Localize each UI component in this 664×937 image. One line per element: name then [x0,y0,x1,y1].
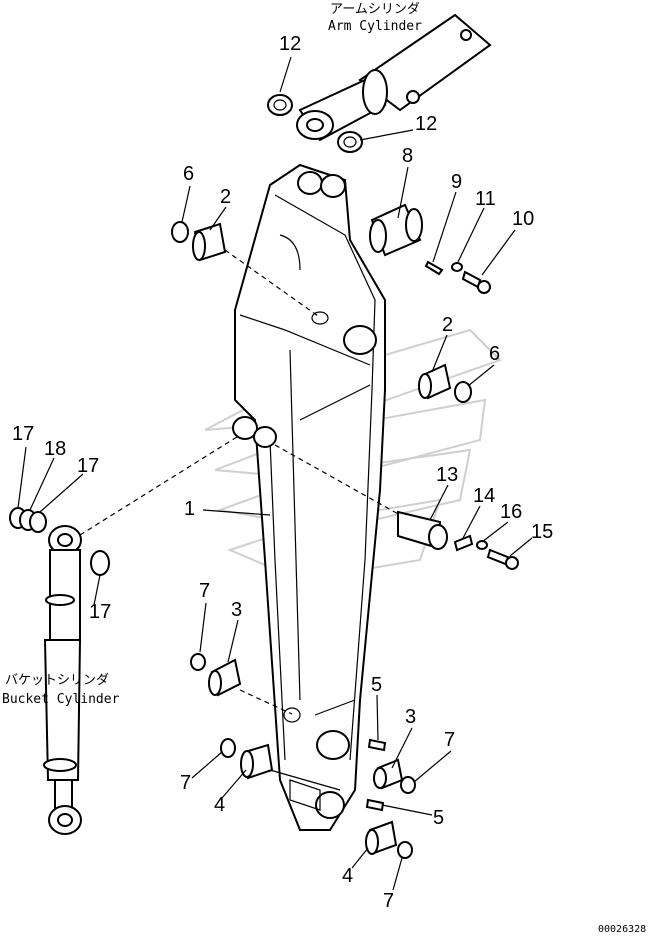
drawing-code: 00026328 [598,924,646,935]
callout-12: 12 [415,113,437,135]
callout-18: 18 [44,438,66,460]
callout-13: 13 [436,464,458,486]
callout-17: 17 [89,601,111,623]
callout-3: 3 [231,599,242,621]
callout-9: 9 [451,171,462,193]
callout-8: 8 [402,145,413,167]
callout-6: 6 [183,163,194,185]
callout-6: 6 [489,343,500,365]
callout-5: 5 [433,807,444,829]
callout-12: 12 [279,33,301,55]
callout-10: 10 [512,208,534,230]
callout-5: 5 [371,674,382,696]
callout-7: 7 [444,729,455,751]
callout-3: 3 [405,706,416,728]
arm-cylinder-caption-jp: アームシリンダ [330,2,420,17]
bucket-cylinder-caption-en: Bucket Cylinder [2,692,120,707]
bucket-cylinder [43,525,82,835]
leader-lines [17,56,533,891]
callout-14: 14 [473,485,495,507]
callout-4: 4 [214,794,225,816]
callout-17: 17 [12,423,34,445]
callout-1: 1 [184,498,195,520]
callout-2: 2 [442,314,453,336]
callout-numbers: 12 12 8 9 11 10 6 2 2 6 17 18 17 1 13 14… [12,33,553,912]
bucket-cylinder-caption-jp: バケットシリンダ [5,673,109,688]
callout-17: 17 [77,455,99,477]
arm-cylinder [296,13,492,142]
callout-16: 16 [500,501,522,523]
arm-cylinder-caption-en: Arm Cylinder [328,19,422,34]
callout-11: 11 [475,188,496,210]
callout-2: 2 [220,186,231,208]
callout-15: 15 [531,521,553,543]
callout-4: 4 [342,865,353,887]
callout-7: 7 [199,580,210,602]
callout-7: 7 [383,890,394,912]
arm-body [232,163,386,831]
callout-7: 7 [180,772,191,794]
